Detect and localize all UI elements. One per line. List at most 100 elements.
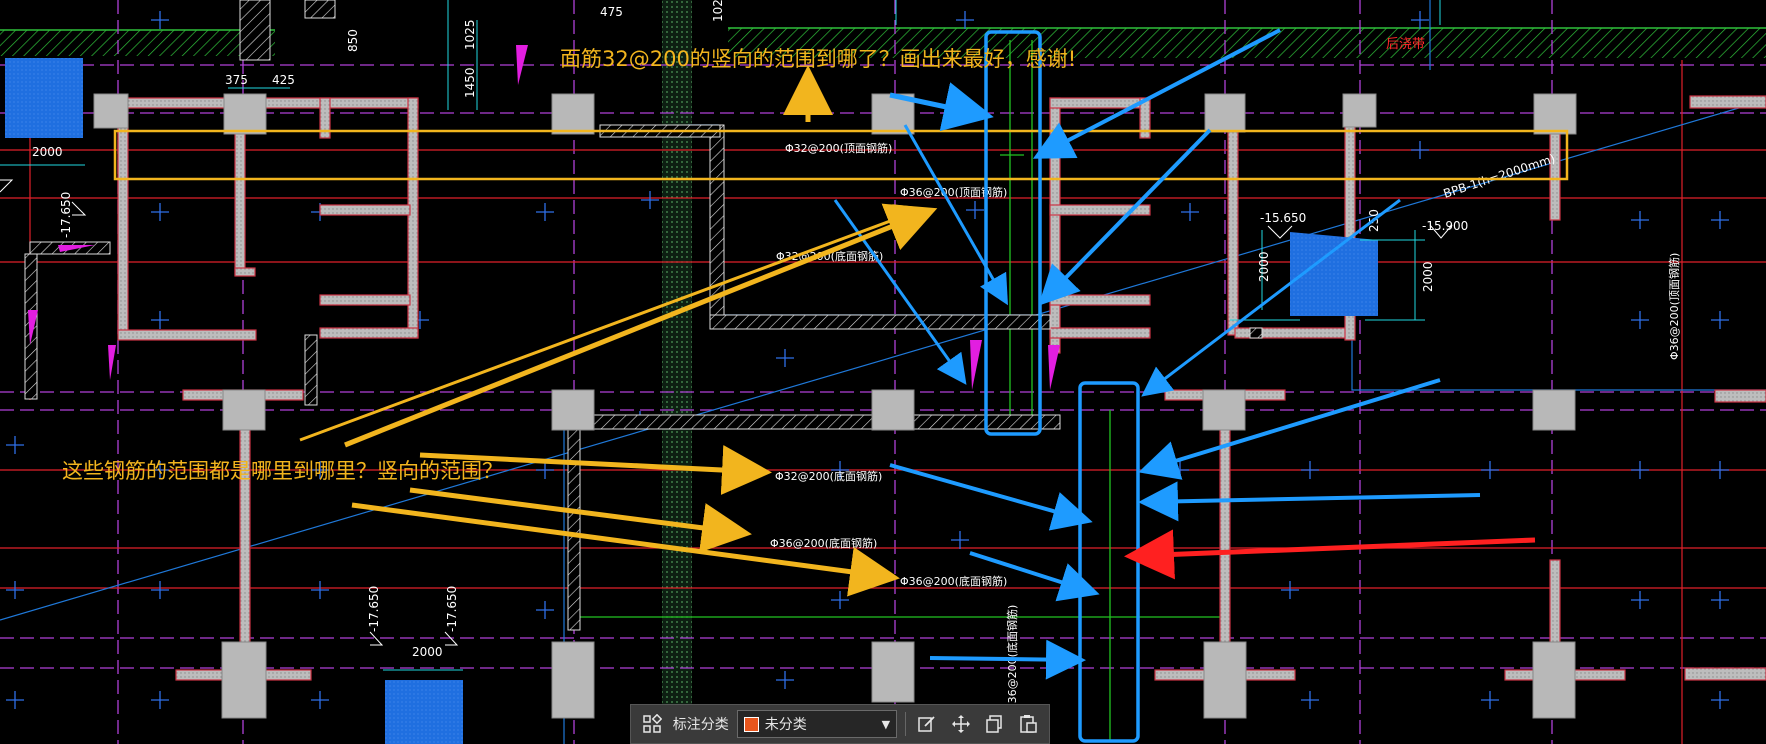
category-selected-value: 未分类 [764, 717, 807, 733]
grid-cross-marker [641, 191, 659, 209]
grid-cross-marker [1711, 591, 1729, 609]
rebar-label-r1: Φ32@200(顶面钢筋) [785, 141, 892, 155]
edit-note-icon[interactable] [914, 711, 940, 737]
orange-highlight-box [113, 129, 1569, 181]
grid-cross-marker [536, 461, 554, 479]
column-pad [551, 389, 595, 431]
grid-cross-marker [966, 201, 984, 219]
column-pad [551, 93, 595, 135]
grid-cross-marker [1411, 11, 1429, 29]
column-pad [222, 389, 266, 431]
dim-425: 425 [272, 73, 295, 87]
grid-cross-marker [1301, 691, 1319, 709]
dimension-lines [0, 0, 1441, 671]
grid-cross-marker [151, 311, 169, 329]
grid-cross-marker [536, 203, 554, 221]
column-pads [93, 93, 1577, 719]
grid-cross-marker [1631, 461, 1649, 479]
annotation-arrows [299, 28, 1536, 680]
toolbar-divider [905, 712, 907, 736]
grid-cross-marker [831, 591, 849, 609]
grid-cross-marker [1281, 581, 1299, 599]
annotation-question-top: 面筋32@200的竖向的范围到哪了？画出来最好，感谢! [560, 47, 1076, 71]
elev-17650b: -17.650 [445, 586, 459, 632]
annotation-highlights [113, 30, 1569, 743]
dim-2000-r2: 2000 [1421, 261, 1435, 292]
dim-2000-r1: 2000 [1257, 251, 1271, 282]
dim-15900: -15.900 [1422, 219, 1468, 233]
grid-cross-marker [1181, 203, 1199, 221]
column-pad [551, 641, 595, 719]
magenta-marks [28, 45, 1060, 390]
column-pad [1342, 93, 1377, 128]
grid-cross-marker [6, 691, 24, 709]
grid-cross-marker [6, 581, 24, 599]
dim-850: 850 [346, 29, 360, 52]
vertical-dotted-band [662, 0, 692, 744]
green-rebar-lines [575, 40, 1225, 740]
grid-cross-marker [151, 581, 169, 599]
grid-cross-marker [1631, 591, 1649, 609]
grid-cross-marker [1631, 211, 1649, 229]
blue-highlight-box-upper [984, 30, 1042, 436]
grid-cross-marker [311, 461, 329, 479]
column-pad [1533, 93, 1577, 135]
column-pad [871, 641, 915, 703]
move-icon[interactable] [948, 711, 974, 737]
copy-icon[interactable] [982, 711, 1008, 737]
grid-cross-marker [956, 11, 974, 29]
grid-cross-marker [151, 11, 169, 29]
grid-cross-marker [831, 461, 849, 479]
grid-cross-marker [536, 601, 554, 619]
dim-1025: 1025 [463, 19, 477, 50]
red-tag: 后浇带 [1386, 37, 1425, 52]
annotation-toolbar: 标注分类 未分类 ▼ [630, 704, 1050, 744]
rebar-label-r4: Φ32@200(底面钢筋) [775, 469, 882, 483]
category-color-swatch [743, 716, 759, 732]
grid-cross-marker [1481, 691, 1499, 709]
grid-cross-marker [151, 691, 169, 709]
grid-cross-marker [951, 531, 969, 549]
grid-cross-marker [1711, 461, 1729, 479]
rebar-label-r2: Φ36@200(顶面钢筋) [900, 185, 1007, 199]
column-pad [1532, 641, 1576, 719]
dim-2000-bottom: 2000 [412, 645, 443, 659]
column-pad [223, 93, 267, 135]
chevron-down-icon: ▼ [881, 717, 891, 731]
grid-cross-marker [776, 349, 794, 367]
dim-375: 375 [225, 73, 248, 87]
dim-1450: 1450 [463, 67, 477, 98]
grid-cross-marker [6, 436, 24, 454]
rebar-label-vertical-right: Φ36@200(顶面钢筋) [1667, 253, 1681, 360]
elev-17650a: -17.650 [367, 586, 381, 632]
rebar-label-r5: Φ36@200(底面钢筋) [770, 536, 877, 550]
grid-cross-marker [151, 203, 169, 221]
grid-cross-marker [311, 691, 329, 709]
grid-apps-icon[interactable] [639, 711, 665, 737]
blue-pads [5, 58, 1378, 744]
grid-cross-marker [1301, 461, 1319, 479]
paste-icon[interactable] [1015, 711, 1041, 737]
top-hatched-wall [0, 27, 1766, 58]
annotation-question-left: 这些钢筋的范围都是哪里到哪里？竖向的范围？ [62, 459, 503, 483]
dim-1025b: 1025 [711, 0, 725, 22]
elev-left: -17.650 [59, 192, 73, 238]
dim-2000-topleft: 2000 [32, 145, 63, 159]
grid-cross-marker [311, 581, 329, 599]
dim-15650: -15.650 [1260, 211, 1306, 225]
column-pad [1204, 93, 1246, 133]
column-pad [93, 93, 129, 129]
category-dropdown[interactable]: 未分类 ▼ [736, 710, 898, 738]
grid-cross-marker [151, 461, 169, 479]
column-pad [1202, 389, 1246, 431]
dim-475: 475 [600, 5, 623, 19]
grid-cross-marker [1481, 461, 1499, 479]
rebar-label-r6: Φ36@200(底面钢筋) [900, 574, 1007, 588]
grid-cross-marker [776, 671, 794, 689]
column-pad [1532, 389, 1576, 431]
column-pad [871, 389, 915, 431]
grid-cross-marker [1631, 311, 1649, 329]
grid-cross-marker [1711, 311, 1729, 329]
grid-cross-marker [1711, 211, 1729, 229]
